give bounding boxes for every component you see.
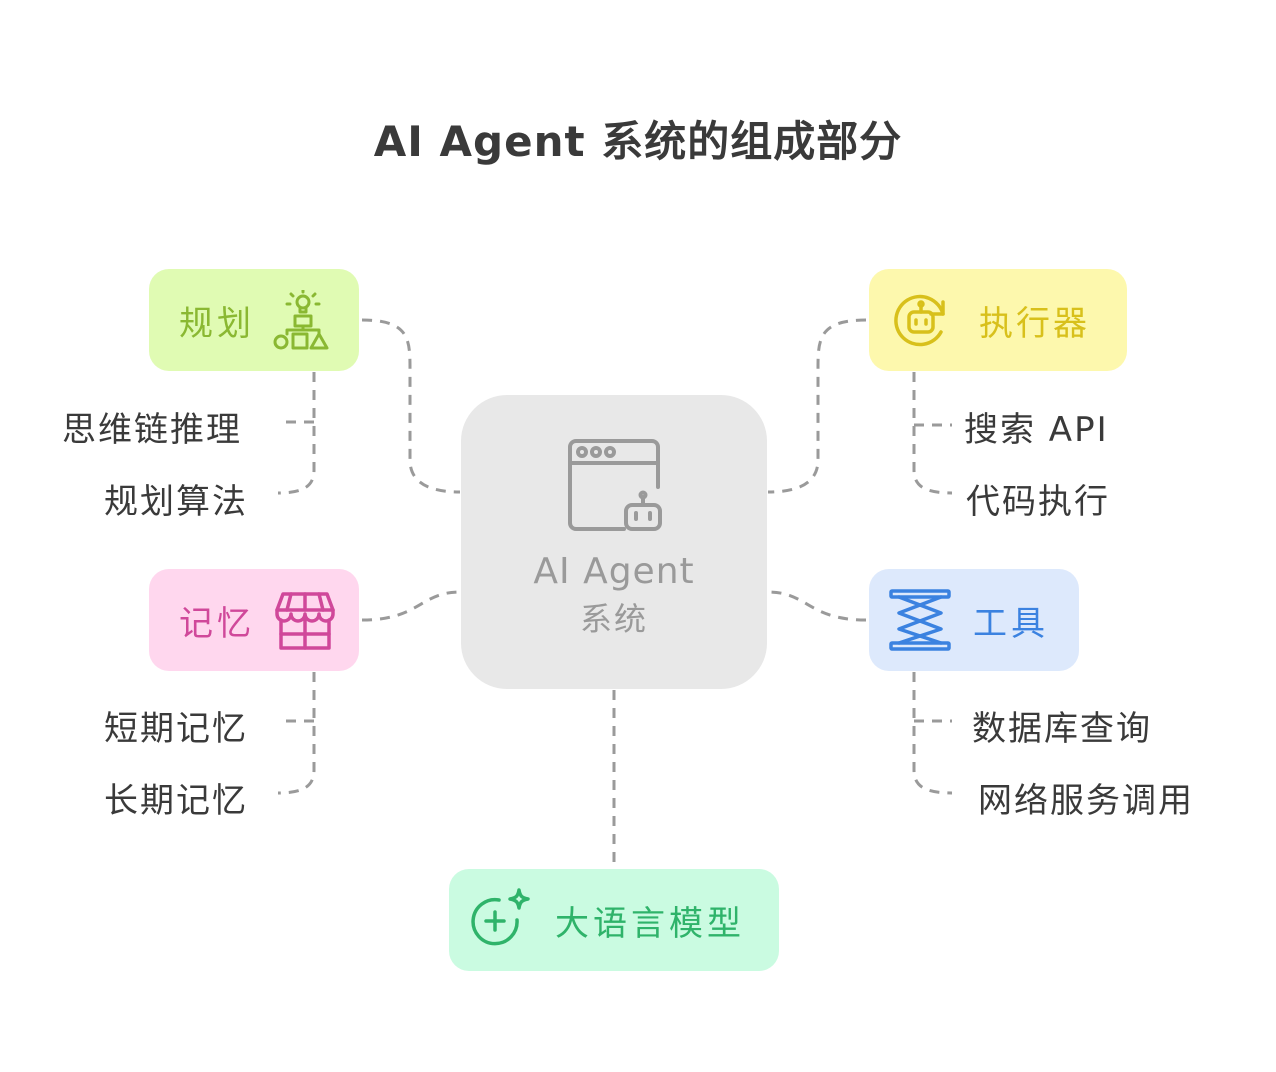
leaf-memory-1: 短期记忆	[104, 709, 248, 749]
center-title: AI Agent	[533, 551, 695, 592]
storefront-icon	[275, 590, 335, 650]
leaf-tools-1: 数据库查询	[972, 709, 1152, 749]
node-executor: 执行器	[869, 269, 1127, 371]
scissor-lift-icon	[889, 589, 951, 651]
leaf-executor-2: 代码执行	[966, 482, 1110, 522]
node-executor-label: 执行器	[979, 303, 1090, 344]
center-node: AI Agent 系统	[461, 395, 767, 689]
leaf-planning-1: 思维链推理	[62, 410, 242, 450]
node-planning-label: 规划	[179, 303, 255, 344]
node-memory: 记忆	[149, 569, 359, 671]
leaf-executor-1: 搜索 API	[964, 410, 1109, 450]
node-memory-label: 记忆	[179, 603, 255, 644]
node-planning: 规划	[149, 269, 359, 371]
center-subtitle: 系统	[579, 600, 648, 638]
leaf-tools-2: 网络服务调用	[978, 781, 1194, 821]
shapes-lightbulb-icon	[273, 290, 333, 350]
leaf-planning-2: 规划算法	[104, 482, 248, 522]
leaf-memory-2: 长期记忆	[104, 781, 248, 821]
node-llm: 大语言模型	[449, 869, 779, 971]
node-tools-label: 工具	[973, 603, 1049, 644]
circle-plus-sparkle-icon	[469, 888, 533, 952]
node-llm-label: 大语言模型	[555, 903, 745, 944]
browser-robot-icon	[566, 437, 662, 533]
page-title: AI Agent 系统的组成部分	[373, 117, 903, 166]
node-tools: 工具	[869, 569, 1079, 671]
robot-refresh-icon	[891, 290, 951, 350]
